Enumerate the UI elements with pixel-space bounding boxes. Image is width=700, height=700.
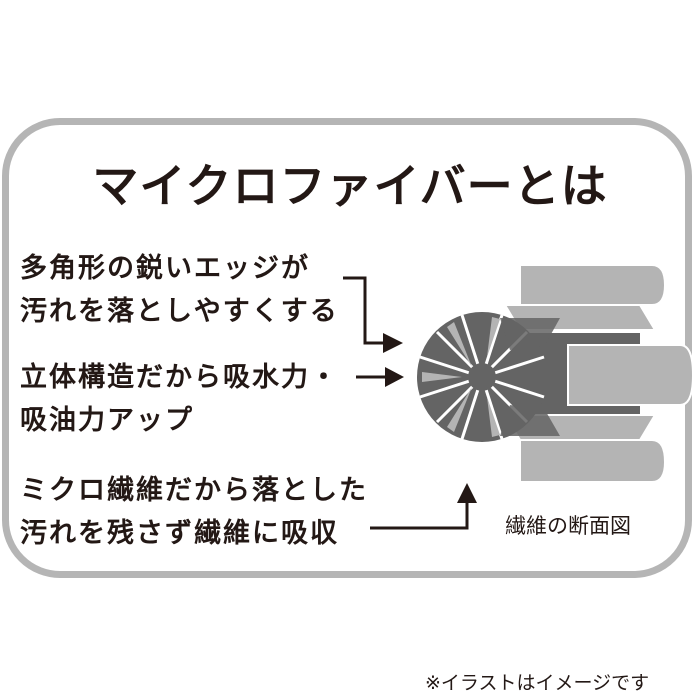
arrow-icon [343,276,469,530]
feature-line: 立体構造だから吸水力・ [20,362,339,393]
feature-sharp-edges: 多角形の鋭いエッジが 汚れを落としやすくする [20,247,339,333]
footnote: ※イラストはイメージです [425,672,650,694]
feature-absorption: 立体構造だから吸水力・ 吸油力アップ [20,356,339,442]
feature-line: 吸油力アップ [20,405,194,436]
feature-line: ミクロ繊維だから落とした [20,475,368,506]
feature-line: 汚れを残さず繊維に吸収 [20,518,339,549]
feature-line: 汚れを落としやすくする [20,296,339,327]
page-title: マイクロファイバーとは [92,159,608,213]
feature-line: 多角形の鋭いエッジが [20,253,310,284]
feature-micro-fiber: ミクロ繊維だから落とした 汚れを残さず繊維に吸収 [20,469,368,555]
illustration-caption: 繊維の断面図 [505,514,631,538]
